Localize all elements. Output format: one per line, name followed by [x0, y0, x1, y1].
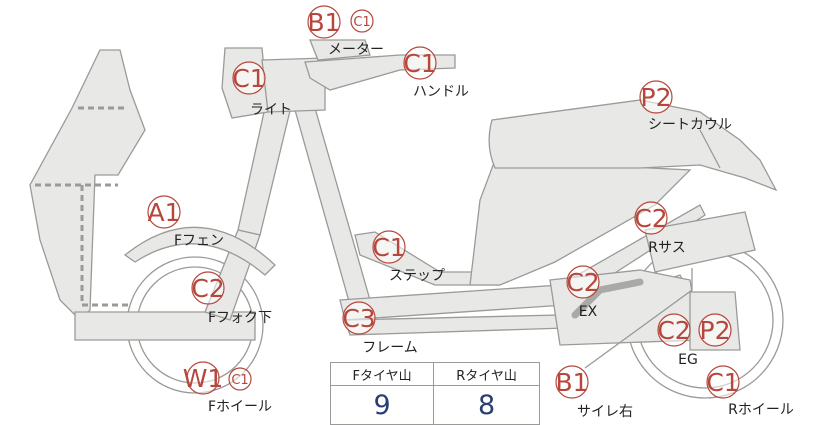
rear-body-shape	[469, 159, 692, 286]
rear-shock-pointer	[584, 268, 693, 369]
seat-cowl-shape	[488, 99, 778, 192]
marker-front-fork-lower: C2 Fフォク下	[191, 271, 272, 326]
front-fork-lower-grade: C2	[191, 274, 224, 303]
marker-seat-cowl: P2 シートカウル	[639, 80, 732, 133]
front-fender-shape	[123, 226, 276, 276]
frame-downtube-shape	[294, 107, 371, 306]
light-grade: C1	[232, 64, 265, 93]
front-tire-header: Fタイヤ山	[329, 362, 435, 386]
frame-label: フレーム	[362, 340, 418, 356]
seat-cowl-grade: P2	[641, 83, 672, 112]
exhaust-label: EX	[579, 304, 598, 320]
light-label: ライト	[250, 102, 292, 118]
step-grade: C1	[372, 233, 405, 262]
muffler-right-grade: B1	[555, 368, 588, 397]
marker-frame: C3 フレーム	[342, 301, 418, 356]
frame-grade: C3	[342, 304, 375, 333]
front-fender-grade: A1	[147, 198, 180, 227]
front-wheel-grade: W1	[183, 364, 224, 393]
rear-wheel-label: Rホイール	[728, 402, 794, 418]
front-fender-label: Fフェン	[174, 233, 224, 249]
front-wheel-label: Fホイール	[208, 399, 272, 415]
marker-exhaust: C2 EX	[566, 265, 600, 320]
tire-tread-table: Fタイヤ山 Rタイヤ山 9 8	[329, 362, 540, 425]
marker-light: C1 ライト	[232, 61, 292, 118]
marker-rear-wheel: C1 Rホイール	[706, 365, 794, 418]
muffler-right-label: サイレ右	[577, 404, 633, 420]
rear-suspension-label: Rサス	[648, 240, 685, 256]
handle-grade: C1	[403, 49, 436, 78]
exhaust-grade: C2	[566, 268, 599, 297]
engine-grade: C2	[657, 316, 690, 345]
marker-muffler-right: B1 サイレ右	[555, 365, 633, 420]
engine-label: EG	[678, 352, 698, 368]
meter-shape	[309, 39, 371, 61]
rear-tire-value: 8	[433, 385, 540, 425]
rear-wheel-grade: C1	[706, 368, 739, 397]
marker-meter: B1 C1 メーター	[307, 5, 384, 58]
handle-label: ハンドル	[413, 84, 469, 100]
marker-front-wheel: W1 C1 Fホイール	[183, 361, 272, 415]
floor-lower-shape	[74, 311, 256, 341]
rear-suspension-grade: C2	[634, 204, 667, 233]
marker-handle: C1 ハンドル	[403, 46, 469, 100]
rear-shock-shape	[644, 211, 756, 273]
marker-rear-suspension: C2 Rサス	[634, 201, 686, 256]
front-fork-lower-label: Fフォク下	[208, 310, 272, 326]
seat-cowl-label: シートカウル	[648, 117, 732, 133]
front-wheel-sub-grade: C1	[231, 373, 248, 388]
exhaust-pipe-shape	[571, 278, 644, 319]
meter-grade: B1	[307, 8, 340, 37]
marker-front-fender: A1 Fフェン	[147, 195, 224, 249]
meter-sub-grade: C1	[353, 15, 370, 30]
seat-line	[699, 129, 721, 169]
shield-hatch-vert	[80, 185, 130, 307]
step-label: ステップ	[389, 268, 445, 284]
engine-grade-2: P2	[700, 316, 731, 345]
marker-step: C1 ステップ	[372, 230, 445, 284]
marker-engine: C2 P2 EG	[657, 313, 732, 368]
rear-tire-header: Rタイヤ山	[433, 362, 540, 386]
front-tire-value: 9	[329, 385, 435, 425]
meter-label: メーター	[328, 42, 384, 58]
